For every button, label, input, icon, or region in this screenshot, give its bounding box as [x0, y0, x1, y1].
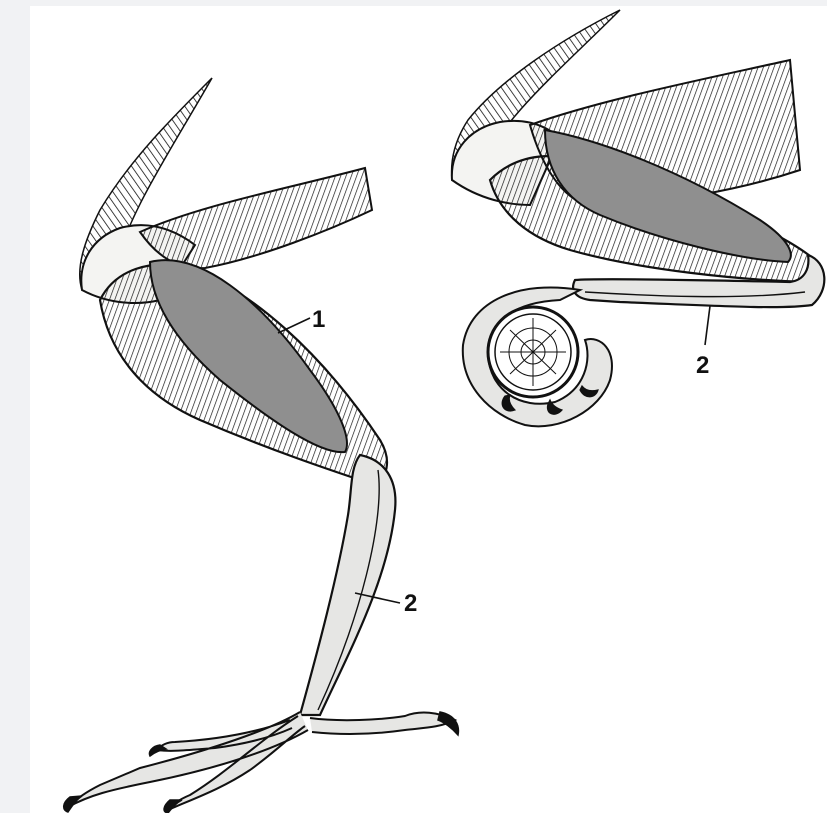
label-tendon-2-perched: 2 — [696, 352, 709, 379]
leader-line-2-perched — [705, 306, 710, 345]
toes-standing — [68, 712, 455, 810]
standing-leg-drawing — [64, 78, 459, 813]
upper-muscle-mass — [140, 168, 372, 268]
tarsometatarsus — [300, 455, 395, 715]
label-tendon-2-standing: 2 — [404, 590, 417, 617]
label-muscle-1: 1 — [312, 306, 325, 333]
perched-leg-drawing — [452, 10, 825, 426]
